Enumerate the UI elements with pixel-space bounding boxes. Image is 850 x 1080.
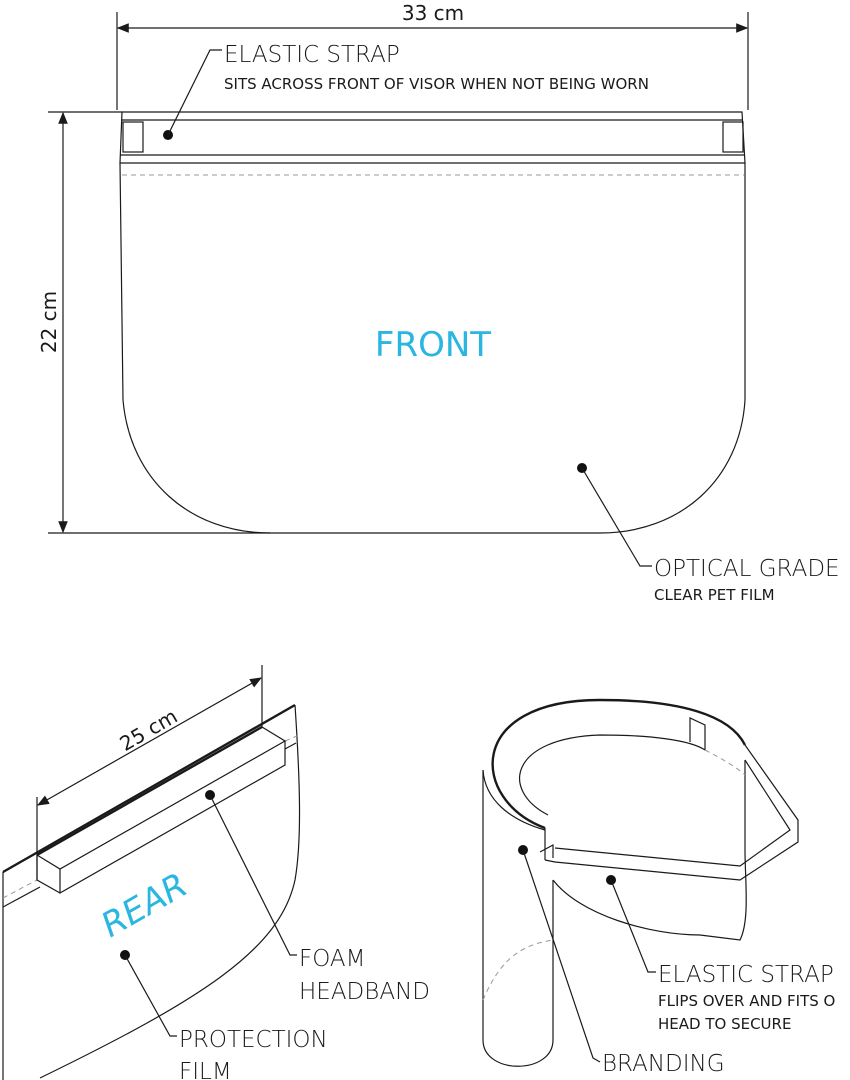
- rear-visor: [2, 703, 301, 1080]
- front-visor: [119, 111, 746, 534]
- length-dimension-label: 25 cm: [116, 704, 182, 756]
- rear-view: 25 cm REAR FOAM HEADBAND PROTECT: [2, 665, 430, 1080]
- width-dimension-label: 33 cm: [402, 1, 464, 25]
- callout-protection-film: PROTECTION FILM: [120, 950, 328, 1080]
- front-view: 33 cm 22 cm FRONT ELASTIC STRAP SITS ACR…: [37, 1, 840, 604]
- callout-title: ELASTIC STRAP: [224, 42, 400, 68]
- callout-elastic-strap-assembled: ELASTIC STRAP FLIPS OVER AND FITS O HEAD…: [606, 875, 835, 1033]
- width-dimension: 33 cm: [116, 1, 749, 110]
- callout-subtitle: SITS ACROSS FRONT OF VISOR WHEN NOT BEIN…: [224, 75, 649, 93]
- foam-bar: [36, 725, 287, 895]
- callout-title: OPTICAL GRADE: [654, 556, 840, 582]
- height-dimension: 22 cm: [37, 111, 270, 534]
- callout-title: HEADBAND: [299, 979, 430, 1005]
- callout-title: FOAM: [299, 946, 366, 972]
- callout-title: ELASTIC STRAP: [658, 962, 834, 988]
- front-label: FRONT: [375, 325, 491, 365]
- callout-elastic-strap-front: ELASTIC STRAP SITS ACROSS FRONT OF VISOR…: [163, 42, 649, 140]
- callout-title: PROTECTION: [179, 1027, 328, 1053]
- rear-label: REAR: [95, 865, 195, 946]
- callout-subtitle: HEAD TO SECURE: [658, 1015, 791, 1033]
- callout-title: BRANDING: [602, 1051, 725, 1077]
- callout-subtitle: FLIPS OVER AND FITS O: [658, 992, 835, 1010]
- height-dimension-label: 22 cm: [37, 291, 61, 353]
- callout-subtitle: CLEAR PET FILM: [654, 586, 775, 604]
- callout-foam-headband: FOAM HEADBAND: [205, 790, 430, 1005]
- length-dimension: 25 cm: [36, 665, 263, 880]
- assembled-view: BRANDING ELASTIC STRAP FLIPS OVER AND FI…: [482, 698, 835, 1077]
- callout-branding: BRANDING: [518, 845, 725, 1077]
- callout-title: FILM: [179, 1059, 232, 1080]
- callout-optical-grade: OPTICAL GRADE CLEAR PET FILM: [577, 463, 840, 604]
